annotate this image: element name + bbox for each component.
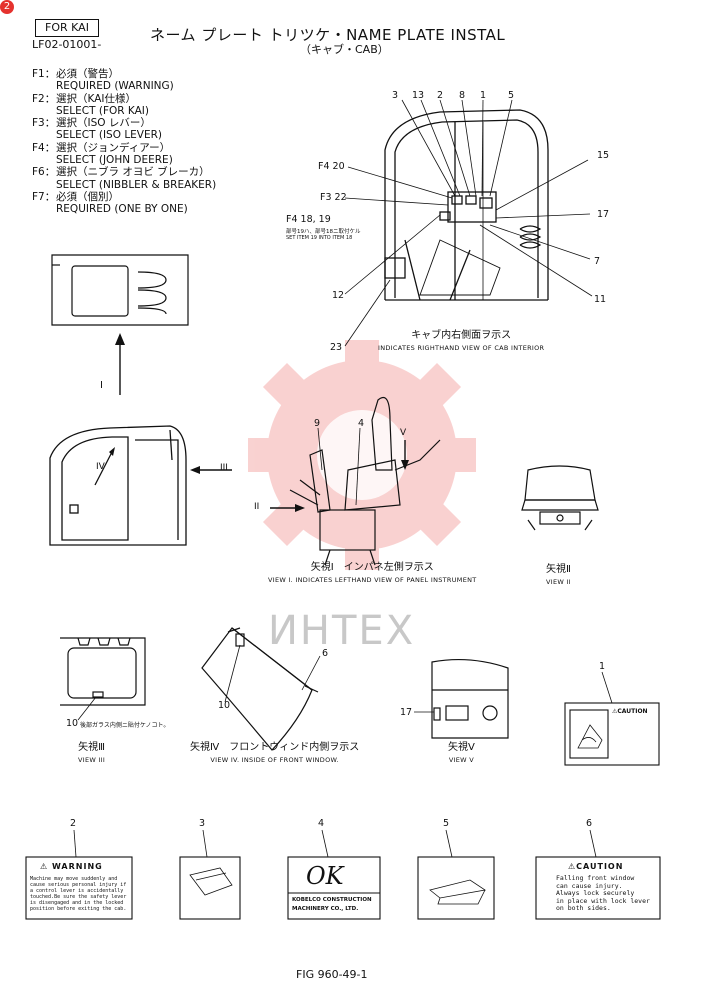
rear-glass-drawing	[60, 637, 146, 706]
callout-number: 1	[480, 90, 487, 101]
callout-number: 3	[199, 818, 206, 829]
legend-item: F6：選択（ニブラ オヨビ ブレーカ）SELECT (NIBBLER & BRE…	[32, 166, 217, 191]
panel-instrument-drawing	[289, 396, 441, 566]
front-window-drawing	[201, 627, 319, 751]
callout-number: 1	[599, 661, 606, 672]
panel-view-caption: 矢視Ⅰ インパネ左側ヲ示ス VIEW I. INDICATES LEFTHAND…	[268, 562, 477, 584]
page-title: ネーム プレート トリツケ・NAME PLATE INSTAL	[150, 26, 506, 44]
plate-6-heading: ⚠CAUTION	[568, 862, 624, 871]
figure-number: FIG 960-49-1	[296, 968, 368, 981]
legend-item: F2：選択（KAI仕様）SELECT (FOR KAI)	[32, 92, 149, 117]
view2-caption: 矢視Ⅱ VIEW II	[546, 564, 571, 586]
view3-note: 後部ガラス内側ニ貼付ケノコト。	[80, 722, 170, 729]
view3-caption: 矢視Ⅲ VIEW III	[78, 742, 106, 764]
plate-2-heading: ⚠ WARNING	[40, 862, 103, 871]
callout-number: 10	[66, 718, 79, 729]
callout-number: 5	[443, 818, 450, 829]
bottom-plate-leaders	[73, 829, 597, 858]
cab-top-view-drawing	[51, 254, 189, 326]
plate-1-heading: ⚠CAUTION	[612, 708, 648, 715]
callout-number: 4	[358, 418, 365, 429]
callout-number: 12	[332, 290, 345, 301]
arrow-label-iii: III	[220, 463, 228, 473]
callout-number: 15	[597, 150, 610, 161]
arrow-label-i: I	[100, 380, 103, 391]
page-badge: 2	[0, 0, 14, 14]
callout-number: 2	[70, 818, 77, 829]
cab-view-caption: キャブ内右側面ヲ示ス INDICATES RIGHTHAND VIEW OF C…	[378, 330, 545, 352]
callout-number: 3	[392, 90, 399, 101]
callout-number: 17	[597, 209, 610, 220]
view5-caption: 矢視Ⅴ VIEW V	[448, 742, 475, 764]
callout-number: 5	[508, 90, 515, 101]
callout-f4-20: F4 20	[318, 161, 345, 172]
plate-4-mark: OK	[306, 862, 344, 890]
note-jp: 部号19ハ、部号18ニ取付ケル	[286, 229, 361, 235]
callout-number: 17	[400, 707, 413, 718]
arrow-label-ii: II	[254, 502, 260, 512]
callout-number: 6	[586, 818, 593, 829]
bottom-plates-drawing	[25, 856, 661, 920]
cab-interior-drawing	[384, 109, 549, 301]
legend-item: F1：必須（警告）REQUIRED (WARNING)	[32, 68, 174, 93]
cab-side-view-drawing	[49, 425, 187, 546]
page-subtitle: （キャブ・CAB）	[300, 43, 389, 56]
callout-f3-22: F3 22	[320, 192, 347, 203]
callout-number: 4	[318, 818, 325, 829]
arrow-label-iv: IV	[96, 462, 105, 472]
legend-item: F4：選択（ジョンディアー）SELECT (JOHN DEERE)	[32, 141, 173, 167]
model-box: FOR KAI	[35, 19, 99, 37]
plate-4-maker: KOBELCO CONSTRUCTION	[292, 897, 372, 903]
note-en: SET ITEM 19 INTO ITEM 18	[286, 235, 353, 241]
callout-number: 7	[594, 256, 601, 267]
callout-number: 8	[459, 90, 466, 101]
callout-number: 10	[218, 700, 231, 711]
callout-number: 6	[322, 648, 329, 659]
callout-f4-18-19: F4 18, 19	[286, 214, 331, 225]
view4-caption: 矢視Ⅳ フロントウィンド内側ヲ示ス VIEW IV. INSIDE OF FRO…	[190, 742, 360, 764]
callout-number: 23	[330, 342, 343, 353]
callout-number: 13	[412, 90, 425, 101]
cab-leader-lines	[344, 99, 593, 347]
part-code: LF02-01001-	[32, 38, 102, 51]
callout-number: 9	[314, 418, 321, 429]
arrow-label-v: V	[400, 428, 407, 438]
legend: F1：必須（警告）REQUIRED (WARNING) F2：選択（KAI仕様）…	[32, 68, 216, 216]
legend-item: F7：必須（個別）REQUIRED (ONE BY ONE)	[32, 190, 188, 216]
watermark-text: ИНТЕХ	[268, 608, 416, 654]
plate-4-maker-line2: MACHINERY CO., LTD.	[292, 906, 359, 912]
callout-number: 2	[437, 90, 444, 101]
view-v-drawing	[431, 658, 509, 739]
legend-item: F3：選択（ISO レバー）SELECT (ISO LEVER)	[32, 117, 163, 142]
seat-view-drawing	[521, 465, 599, 531]
callout-number: 11	[594, 294, 607, 305]
